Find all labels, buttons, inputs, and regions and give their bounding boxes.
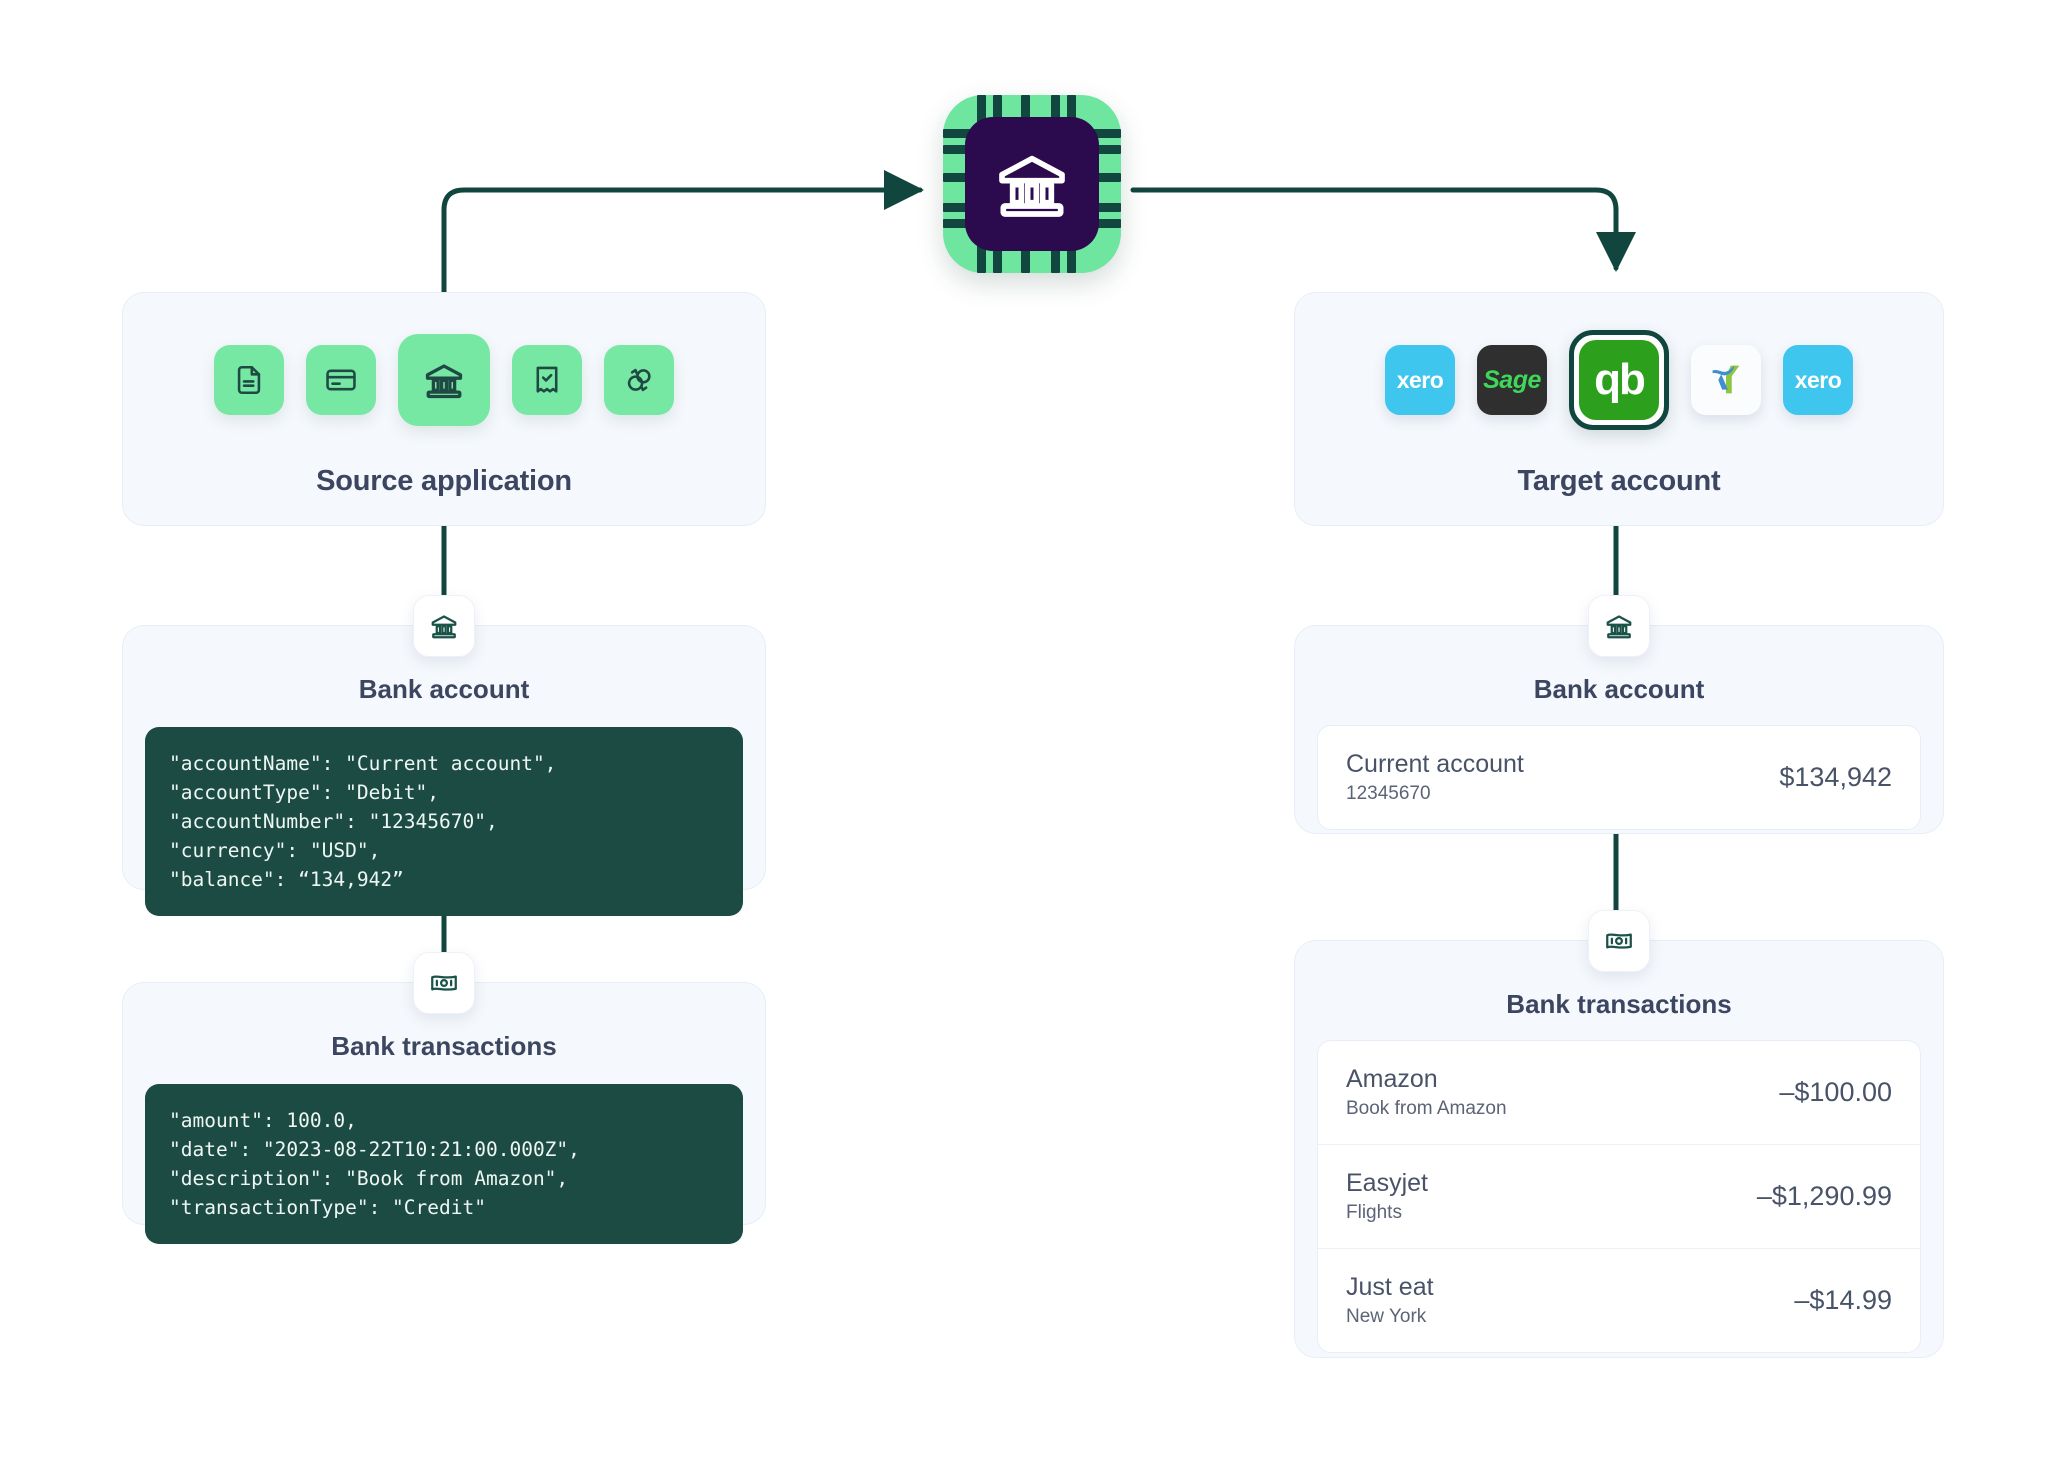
- target-panel-title: Target account: [1295, 465, 1943, 498]
- source-tile-receipt-check[interactable]: [512, 345, 582, 415]
- table-row[interactable]: Just eat New York –$14.99: [1318, 1248, 1920, 1352]
- sync-icon: [622, 363, 656, 397]
- table-row[interactable]: Amazon Book from Amazon –$100.00: [1318, 1041, 1920, 1144]
- target-bank-transactions-list: Amazon Book from Amazon –$100.00 Easyjet…: [1317, 1040, 1921, 1353]
- transaction-description: Book from Amazon: [1346, 1098, 1507, 1120]
- logo-quickbooks-selected[interactable]: qb: [1569, 330, 1669, 430]
- transaction-amount: –$14.99: [1794, 1285, 1892, 1316]
- account-number: 12345670: [1346, 783, 1524, 805]
- logo-quickbooks-label: qb: [1594, 355, 1644, 405]
- logo-xero-2[interactable]: xero: [1783, 345, 1853, 415]
- document-icon: [232, 363, 266, 397]
- transaction-amount: –$1,290.99: [1757, 1181, 1892, 1212]
- logo-quickbooks: qb: [1579, 340, 1659, 420]
- transaction-merchant: Easyjet: [1346, 1169, 1428, 1198]
- bank-icon: [992, 144, 1072, 224]
- target-bank-account-list: Current account 12345670 $134,942: [1317, 725, 1921, 830]
- source-panel-title: Source application: [123, 465, 765, 498]
- chip-inner-face: [965, 117, 1099, 251]
- logo-sage-label: Sage: [1483, 366, 1541, 395]
- freeagent-icon: [1703, 357, 1749, 403]
- source-bank-transactions-title: Bank transactions: [123, 1031, 765, 1062]
- transaction-description: Flights: [1346, 1202, 1428, 1224]
- transaction-description: New York: [1346, 1306, 1434, 1328]
- target-account-panel: xero Sage qb xero Target acc: [1294, 292, 1944, 526]
- logo-sage[interactable]: Sage: [1477, 345, 1547, 415]
- bank-icon: [429, 611, 459, 641]
- money-note-icon-badge: [413, 952, 475, 1014]
- credit-card-icon: [324, 363, 358, 397]
- target-account-logos: xero Sage qb xero: [1295, 317, 1943, 443]
- account-name: Current account: [1346, 750, 1524, 779]
- source-bank-account-code: "accountName": "Current account", "accou…: [145, 727, 743, 916]
- money-note-icon: [429, 968, 459, 998]
- source-bank-transactions-code: "amount": 100.0, "date": "2023-08-22T10:…: [145, 1084, 743, 1244]
- transaction-merchant: Amazon: [1346, 1065, 1507, 1094]
- source-bank-account-title: Bank account: [123, 674, 765, 705]
- bank-chip-badge: [943, 95, 1121, 273]
- account-balance: $134,942: [1779, 762, 1892, 793]
- target-bank-transactions-title: Bank transactions: [1295, 989, 1943, 1020]
- source-application-panel: Source application: [122, 292, 766, 526]
- transaction-merchant: Just eat: [1346, 1273, 1434, 1302]
- bank-icon: [422, 358, 466, 402]
- logo-freeagent[interactable]: [1691, 345, 1761, 415]
- list-item[interactable]: Current account 12345670 $134,942: [1318, 726, 1920, 829]
- target-bank-account-card: Bank account Current account 12345670 $1…: [1294, 625, 1944, 834]
- wire-chip-to-target: [1133, 190, 1616, 268]
- source-tile-bank[interactable]: [398, 334, 490, 426]
- logo-xero-1-label: xero: [1397, 367, 1444, 394]
- transaction-amount: –$100.00: [1779, 1077, 1892, 1108]
- wire-source-to-chip: [444, 190, 920, 292]
- source-tile-document[interactable]: [214, 345, 284, 415]
- bank-icon: [1604, 611, 1634, 641]
- logo-xero-1[interactable]: xero: [1385, 345, 1455, 415]
- logo-xero-2-label: xero: [1795, 367, 1842, 394]
- source-app-tiles: [123, 317, 765, 443]
- bank-icon-badge: [1588, 595, 1650, 657]
- target-bank-transactions-card: Bank transactions Amazon Book from Amazo…: [1294, 940, 1944, 1358]
- bank-icon-badge: [413, 595, 475, 657]
- source-bank-account-card: Bank account "accountName": "Current acc…: [122, 625, 766, 890]
- money-note-icon-badge: [1588, 910, 1650, 972]
- money-note-icon: [1604, 926, 1634, 956]
- table-row[interactable]: Easyjet Flights –$1,290.99: [1318, 1144, 1920, 1248]
- source-bank-transactions-card: Bank transactions "amount": 100.0, "date…: [122, 982, 766, 1225]
- target-bank-account-title: Bank account: [1295, 674, 1943, 705]
- receipt-check-icon: [530, 363, 564, 397]
- source-tile-sync[interactable]: [604, 345, 674, 415]
- source-tile-credit-card[interactable]: [306, 345, 376, 415]
